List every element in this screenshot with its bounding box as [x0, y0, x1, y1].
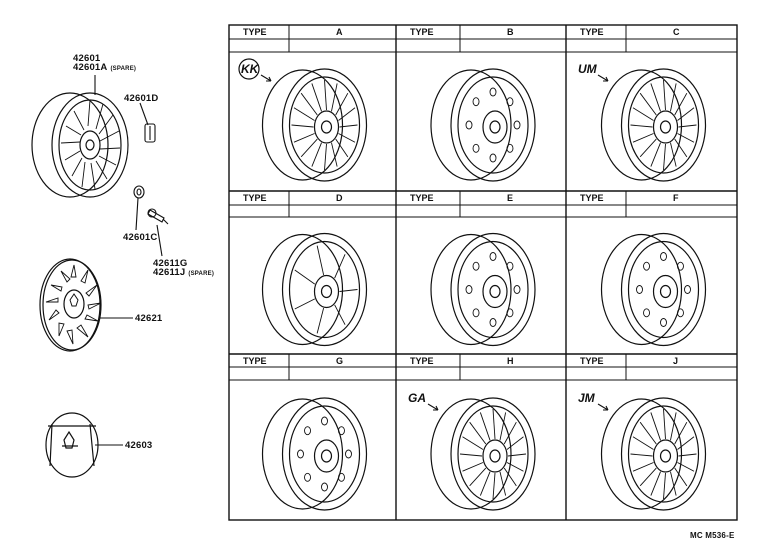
type-header-f: TYPE: [580, 193, 604, 203]
wheel-cover-part-number: 42621: [135, 313, 163, 324]
valve-part-number: 42611G: [153, 258, 188, 269]
valve-drawing: [147, 208, 169, 225]
wheel-type-j-drawing: [600, 397, 707, 511]
type-letter-a: A: [336, 27, 343, 37]
type-j-badge-icon: JM: [578, 391, 609, 411]
wheel-type-c-drawing: [600, 68, 707, 182]
wheel-type-e-drawing: [430, 232, 536, 347]
svg-text:JM: JM: [578, 391, 596, 405]
svg-text:GA: GA: [408, 391, 426, 405]
wheel-cover-drawing: [39, 258, 102, 352]
type-letter-f: F: [673, 193, 679, 203]
wheel-type-f-drawing: [600, 232, 707, 347]
wheel-weight-drawing: [144, 123, 156, 143]
type-a-badge-icon: KK: [238, 58, 272, 82]
wheel-weight-part-number: 42601D: [124, 93, 159, 104]
type-letter-e: E: [507, 193, 514, 203]
wheel-part-number: 42601: [73, 53, 101, 64]
type-letter-j: J: [673, 356, 679, 366]
figure-code: MC M536-E: [690, 531, 735, 540]
wheel-type-a-drawing: [261, 68, 368, 182]
type-header-b: TYPE: [410, 27, 434, 37]
ornament-drawing: [45, 412, 99, 478]
svg-text:KK: KK: [241, 62, 260, 76]
parts-drawing: [31, 75, 169, 478]
type-letter-g: G: [336, 356, 344, 366]
valve-cap-part-number: 42601C: [123, 232, 158, 243]
type-c-badge-icon: UM: [578, 62, 609, 82]
type-header-j: TYPE: [580, 356, 604, 366]
type-letter-d: D: [336, 193, 343, 203]
type-letter-h: H: [507, 356, 514, 366]
wheel-type-d-drawing: [261, 232, 368, 347]
wheel-spare-part-number: 42601A(SPARE): [73, 62, 137, 73]
ornament-part-number: 42603: [125, 440, 153, 451]
type-header-a: TYPE: [243, 27, 267, 37]
type-header-c: TYPE: [580, 27, 604, 37]
svg-text:UM: UM: [578, 62, 598, 76]
valve-spare-part-number: 42611J(SPARE): [153, 267, 215, 278]
type-letter-c: C: [673, 27, 680, 37]
type-header-g: TYPE: [243, 356, 267, 366]
type-header-d: TYPE: [243, 193, 267, 203]
wheel-type-h-drawing: [430, 397, 536, 511]
wheel-type-b-drawing: [430, 68, 536, 182]
type-letter-b: B: [507, 27, 514, 37]
type-header-e: TYPE: [410, 193, 434, 203]
wheel-type-g-drawing: [261, 397, 368, 511]
valve-cap-drawing: [133, 185, 145, 199]
type-header-h: TYPE: [410, 356, 434, 366]
type-h-badge-icon: GA: [408, 391, 439, 411]
wheel-drawing: [31, 92, 129, 198]
